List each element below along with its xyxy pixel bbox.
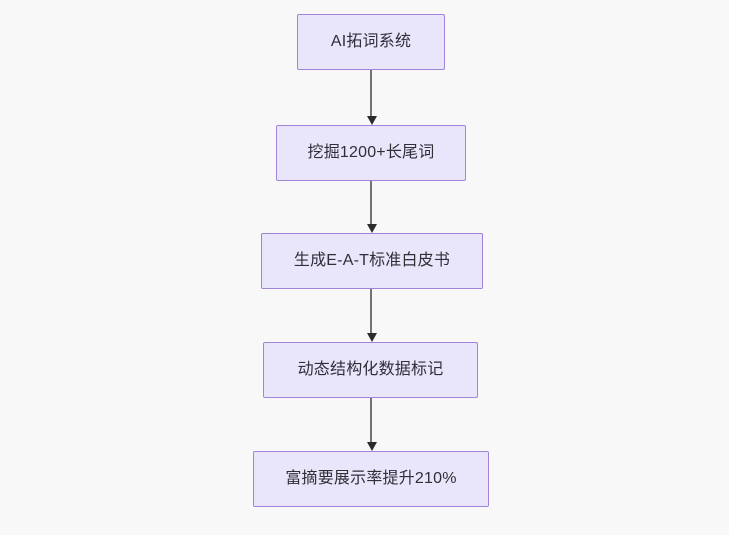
flowchart-node-rich-snippet-impression-lift[interactable]: 富摘要展示率提升210%	[253, 451, 489, 507]
flowchart-node-mine-long-tail-keywords[interactable]: 挖掘1200+长尾词	[276, 125, 466, 181]
arrowhead-icon	[367, 224, 377, 233]
node-label: 生成E-A-T标准白皮书	[293, 252, 451, 270]
flowchart-node-dynamic-structured-data-markup[interactable]: 动态结构化数据标记	[263, 342, 478, 398]
connector-line	[370, 70, 372, 117]
node-label: 挖掘1200+长尾词	[307, 144, 435, 162]
connector-line	[370, 181, 372, 225]
arrowhead-icon	[367, 333, 377, 342]
arrowhead-icon	[367, 116, 377, 125]
node-label: 动态结构化数据标记	[297, 361, 444, 379]
flowchart-node-generate-eat-whitepaper[interactable]: 生成E-A-T标准白皮书	[261, 233, 483, 289]
node-label: AI拓词系统	[330, 33, 412, 51]
node-label: 富摘要展示率提升210%	[285, 470, 457, 488]
connector-line	[370, 289, 372, 334]
flowchart-node-ai-keyword-expansion-system[interactable]: AI拓词系统	[297, 14, 445, 70]
arrowhead-icon	[367, 442, 377, 451]
connector-line	[370, 398, 372, 443]
